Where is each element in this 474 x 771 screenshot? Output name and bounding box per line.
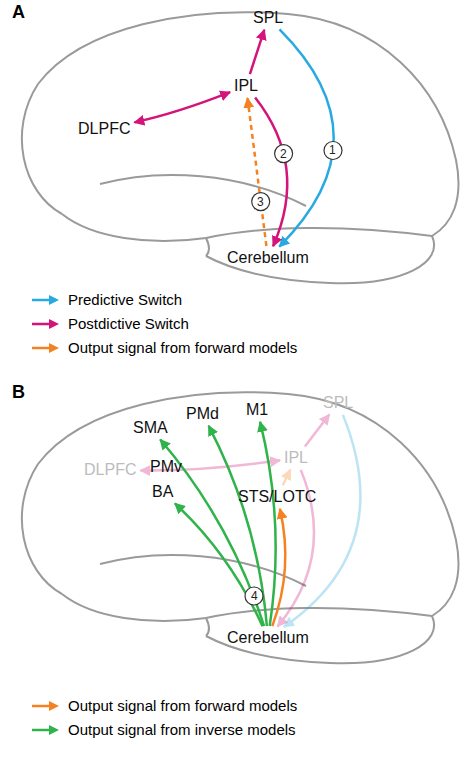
- signal-arrow: [175, 503, 263, 626]
- region-label: M1: [244, 400, 270, 420]
- region-name: M1: [246, 401, 268, 419]
- legend-text: Output signal from forward models: [68, 697, 297, 715]
- legend-row: Postdictive Switch: [30, 315, 189, 333]
- region-label: PMd: [184, 404, 221, 424]
- region-name: Cerebellum: [227, 249, 309, 267]
- legend-row: Predictive Switch: [30, 291, 182, 309]
- legend-text: Output signal from inverse models: [68, 721, 296, 739]
- region-label: Cerebellum: [225, 248, 311, 268]
- connector-group: [250, 30, 264, 74]
- region-name: IPL: [284, 449, 308, 467]
- brain-outline: [22, 392, 459, 663]
- callout-circle: [324, 142, 342, 160]
- region-name: STS/LOTC: [238, 488, 316, 506]
- region-label: DLPFC: [82, 460, 138, 480]
- region-label: SMA: [131, 418, 170, 438]
- legend-arrow: [30, 317, 60, 331]
- signal-arrow: [255, 98, 287, 247]
- region-name: IPL: [234, 77, 258, 95]
- region-label: PMv: [148, 457, 184, 477]
- connector-group: [279, 29, 333, 246]
- connector-group: [305, 415, 329, 447]
- connector-group: [175, 503, 263, 626]
- legend-row: Output signal from inverse models: [30, 721, 296, 739]
- connector-group: [284, 415, 360, 627]
- connector-group: [209, 426, 267, 626]
- legend-text: Postdictive Switch: [68, 315, 189, 333]
- connector-group: [134, 92, 230, 122]
- signal-arrow: [284, 415, 360, 627]
- region-label: IPL: [232, 76, 260, 96]
- region-label: IPL: [282, 448, 310, 468]
- legend-arrow: [30, 341, 60, 355]
- panel-letter: B: [12, 382, 25, 403]
- region-name: PMv: [150, 458, 182, 476]
- signal-arrow: [305, 415, 329, 447]
- callout-number: 4: [251, 590, 258, 602]
- region-name: PMd: [186, 405, 219, 423]
- legend-arrow: [30, 293, 60, 307]
- callout-number: 1: [329, 144, 336, 156]
- callout-circle: [252, 193, 270, 211]
- legend-row: Output signal from forward models: [30, 339, 297, 357]
- signal-arrow: [134, 92, 230, 122]
- region-label: SPL: [251, 8, 285, 28]
- region-label: SPL: [321, 393, 355, 413]
- region-name: DLPFC: [78, 120, 130, 138]
- region-label: Cerebellum: [225, 628, 311, 648]
- region-label: STS/LOTC: [236, 487, 318, 507]
- signal-arrow: [283, 470, 291, 485]
- connector-group: [255, 98, 287, 247]
- legend-row: Output signal from forward models: [30, 697, 297, 715]
- legend-text: Predictive Switch: [68, 291, 182, 309]
- callout-number: 2: [280, 148, 287, 160]
- callout-circle: [275, 145, 293, 163]
- legend-text: Output signal from forward models: [68, 339, 297, 357]
- region-name: SPL: [323, 394, 353, 412]
- region-name: SMA: [133, 419, 168, 437]
- signal-arrow: [279, 29, 333, 246]
- connector-group: [283, 470, 291, 485]
- region-name: Cerebellum: [227, 629, 309, 647]
- region-name: DLPFC: [84, 461, 136, 479]
- legend-arrow: [30, 699, 60, 713]
- signal-arrow: [209, 426, 267, 626]
- region-label: BA: [150, 482, 175, 502]
- region-name: SPL: [253, 9, 283, 27]
- signal-arrow: [250, 30, 264, 74]
- panel-letter: A: [12, 2, 25, 23]
- connector-group: [248, 98, 267, 246]
- brain-outline: [22, 12, 459, 283]
- callout-number: 3: [257, 196, 264, 208]
- signal-arrow: [248, 98, 267, 246]
- legend-arrow: [30, 723, 60, 737]
- region-name: BA: [152, 483, 173, 501]
- region-label: DLPFC: [76, 119, 132, 139]
- callout-circle: [245, 587, 263, 605]
